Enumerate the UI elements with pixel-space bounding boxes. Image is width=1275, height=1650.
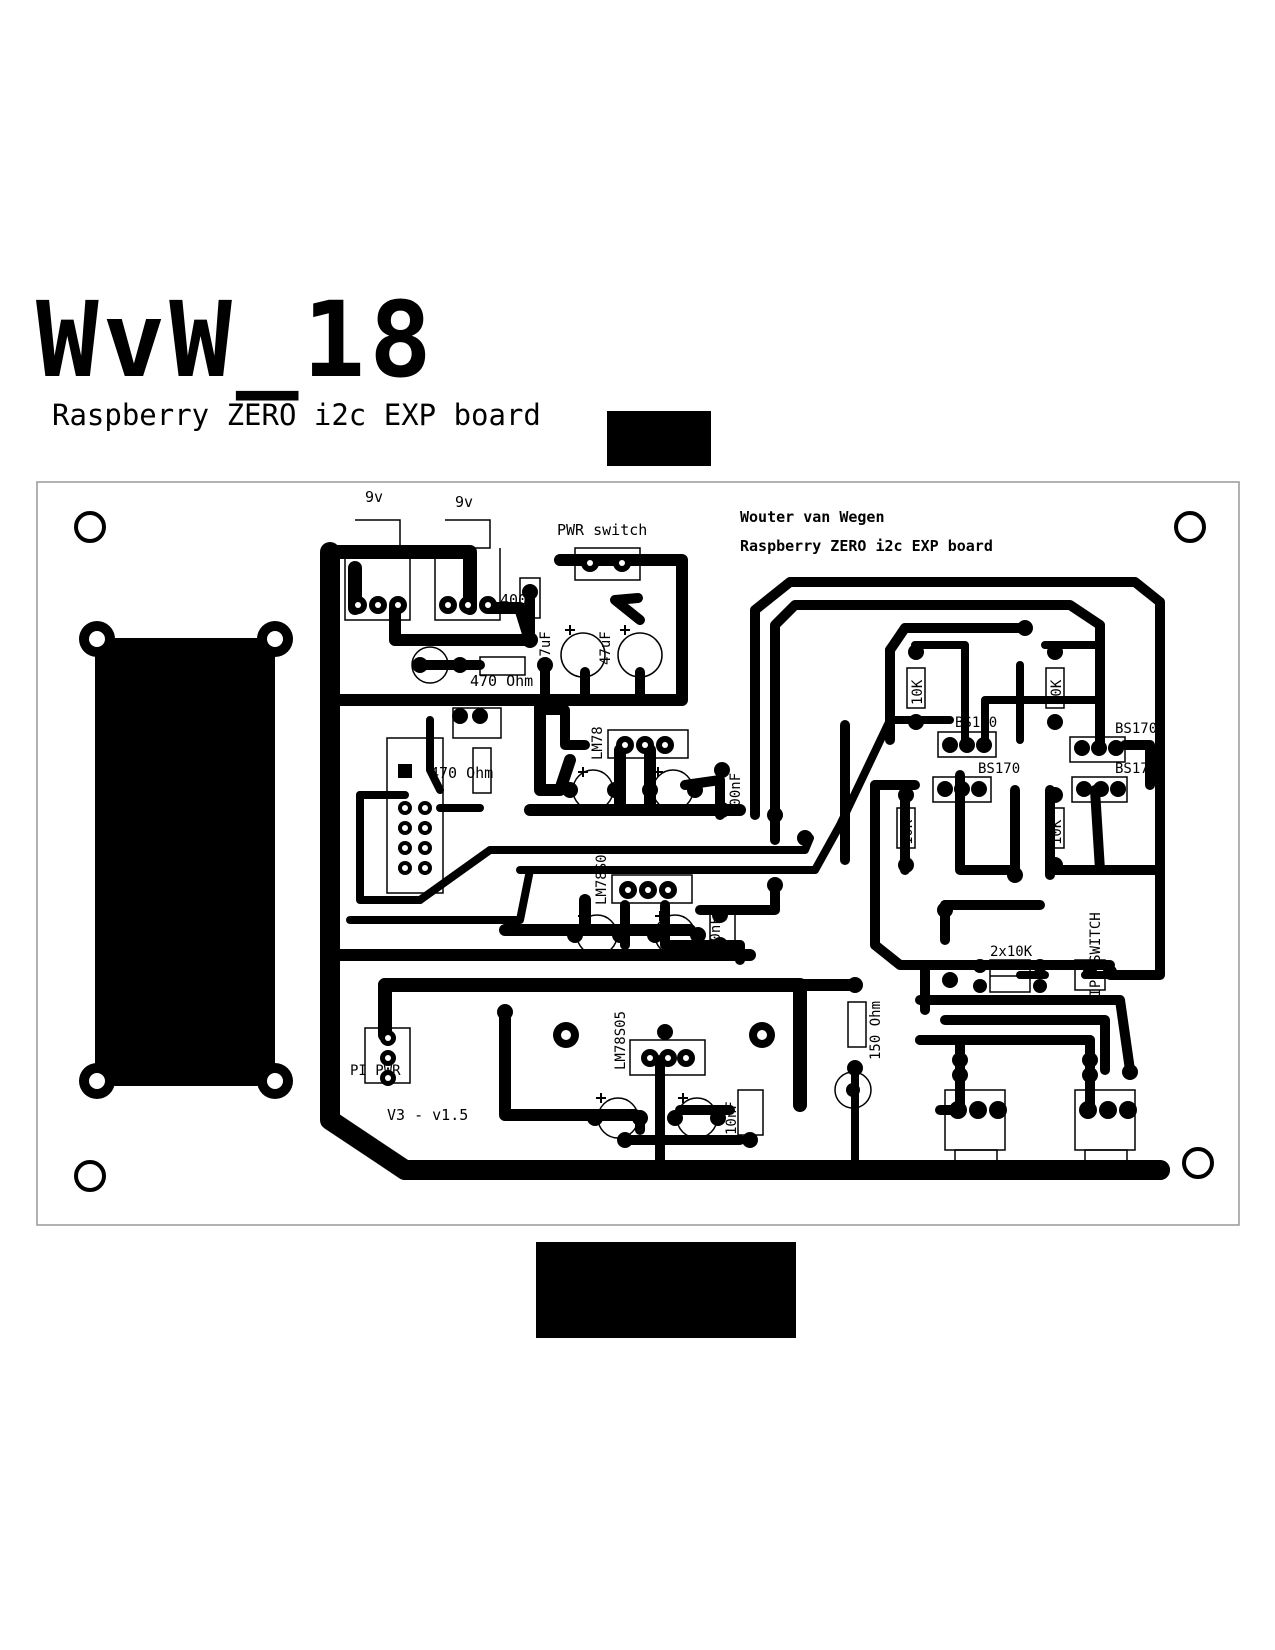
diode-label: 4007 bbox=[500, 591, 536, 609]
cap-47uf-b-label: 47uF bbox=[598, 631, 614, 665]
mounting-hole bbox=[1174, 511, 1206, 543]
author-label: Wouter van Wegen bbox=[740, 508, 885, 526]
battery-left-label: 9v bbox=[365, 488, 383, 506]
cap-10nf-c-label: 10nF bbox=[724, 1101, 740, 1135]
regulator-b-label: LM78S0 bbox=[594, 854, 610, 905]
bs170-4-label: BS170 bbox=[1115, 761, 1157, 777]
board-subtitle: Raspberry ZERO i2c EXP board bbox=[52, 398, 541, 432]
res-2x10k-label: 2x10K bbox=[990, 944, 1033, 960]
cap-10nf-b-label: 10nF bbox=[708, 916, 724, 950]
cap-100nf-label: 100nF bbox=[728, 773, 744, 815]
bs170-3-label: BS170 bbox=[978, 761, 1020, 777]
polarity-marks bbox=[565, 625, 688, 1103]
description-label: Raspberry ZERO i2c EXP board bbox=[740, 537, 993, 555]
silkscreen-labels: Wouter van Wegen Raspberry ZERO i2c EXP … bbox=[350, 488, 1157, 1135]
cap-47uf-a-label: 47uF bbox=[538, 631, 554, 665]
battery-right-label: 9v bbox=[455, 493, 473, 511]
pwr-switch-label: PWR switch bbox=[557, 521, 647, 539]
dip-switch-label: DIP2-SWITCH bbox=[1088, 912, 1104, 1005]
traces bbox=[320, 542, 1170, 1180]
mounting-holes bbox=[74, 511, 1214, 1192]
resistor-150-label: 150 Ohm bbox=[868, 1001, 884, 1060]
resistor-470-a-label: 470 Ohm bbox=[470, 672, 533, 690]
bs170-1-label: BS170 bbox=[955, 715, 997, 731]
pi-pwr-label: PI PWR bbox=[350, 1063, 401, 1079]
bs170-2-label: BS170 bbox=[1115, 721, 1157, 737]
board-outline bbox=[36, 481, 1240, 1226]
resistor-470-b-label: 470 Ohm bbox=[430, 764, 493, 782]
board-title: WvW_18 bbox=[36, 279, 436, 401]
res-10k-3-label: 10K bbox=[900, 819, 916, 845]
res-10k-4-label: 10K bbox=[1049, 819, 1065, 845]
regulator-a-label: LM78 bbox=[590, 726, 606, 760]
regulator-c-label: LM78S05 bbox=[613, 1011, 629, 1070]
mounting-hole bbox=[74, 1160, 106, 1192]
version-label: V3 - v1.5 bbox=[387, 1106, 468, 1124]
res-10k-2-label: 10K bbox=[1049, 679, 1065, 705]
pads bbox=[349, 554, 1170, 1180]
mounting-hole bbox=[1182, 1147, 1214, 1179]
res-10k-1-label: 10K bbox=[910, 679, 926, 705]
copper-pour bbox=[79, 621, 293, 1099]
mounting-hole bbox=[74, 511, 106, 543]
bottom-copper-block bbox=[536, 1242, 796, 1338]
subtitle-copper-block bbox=[607, 411, 711, 466]
